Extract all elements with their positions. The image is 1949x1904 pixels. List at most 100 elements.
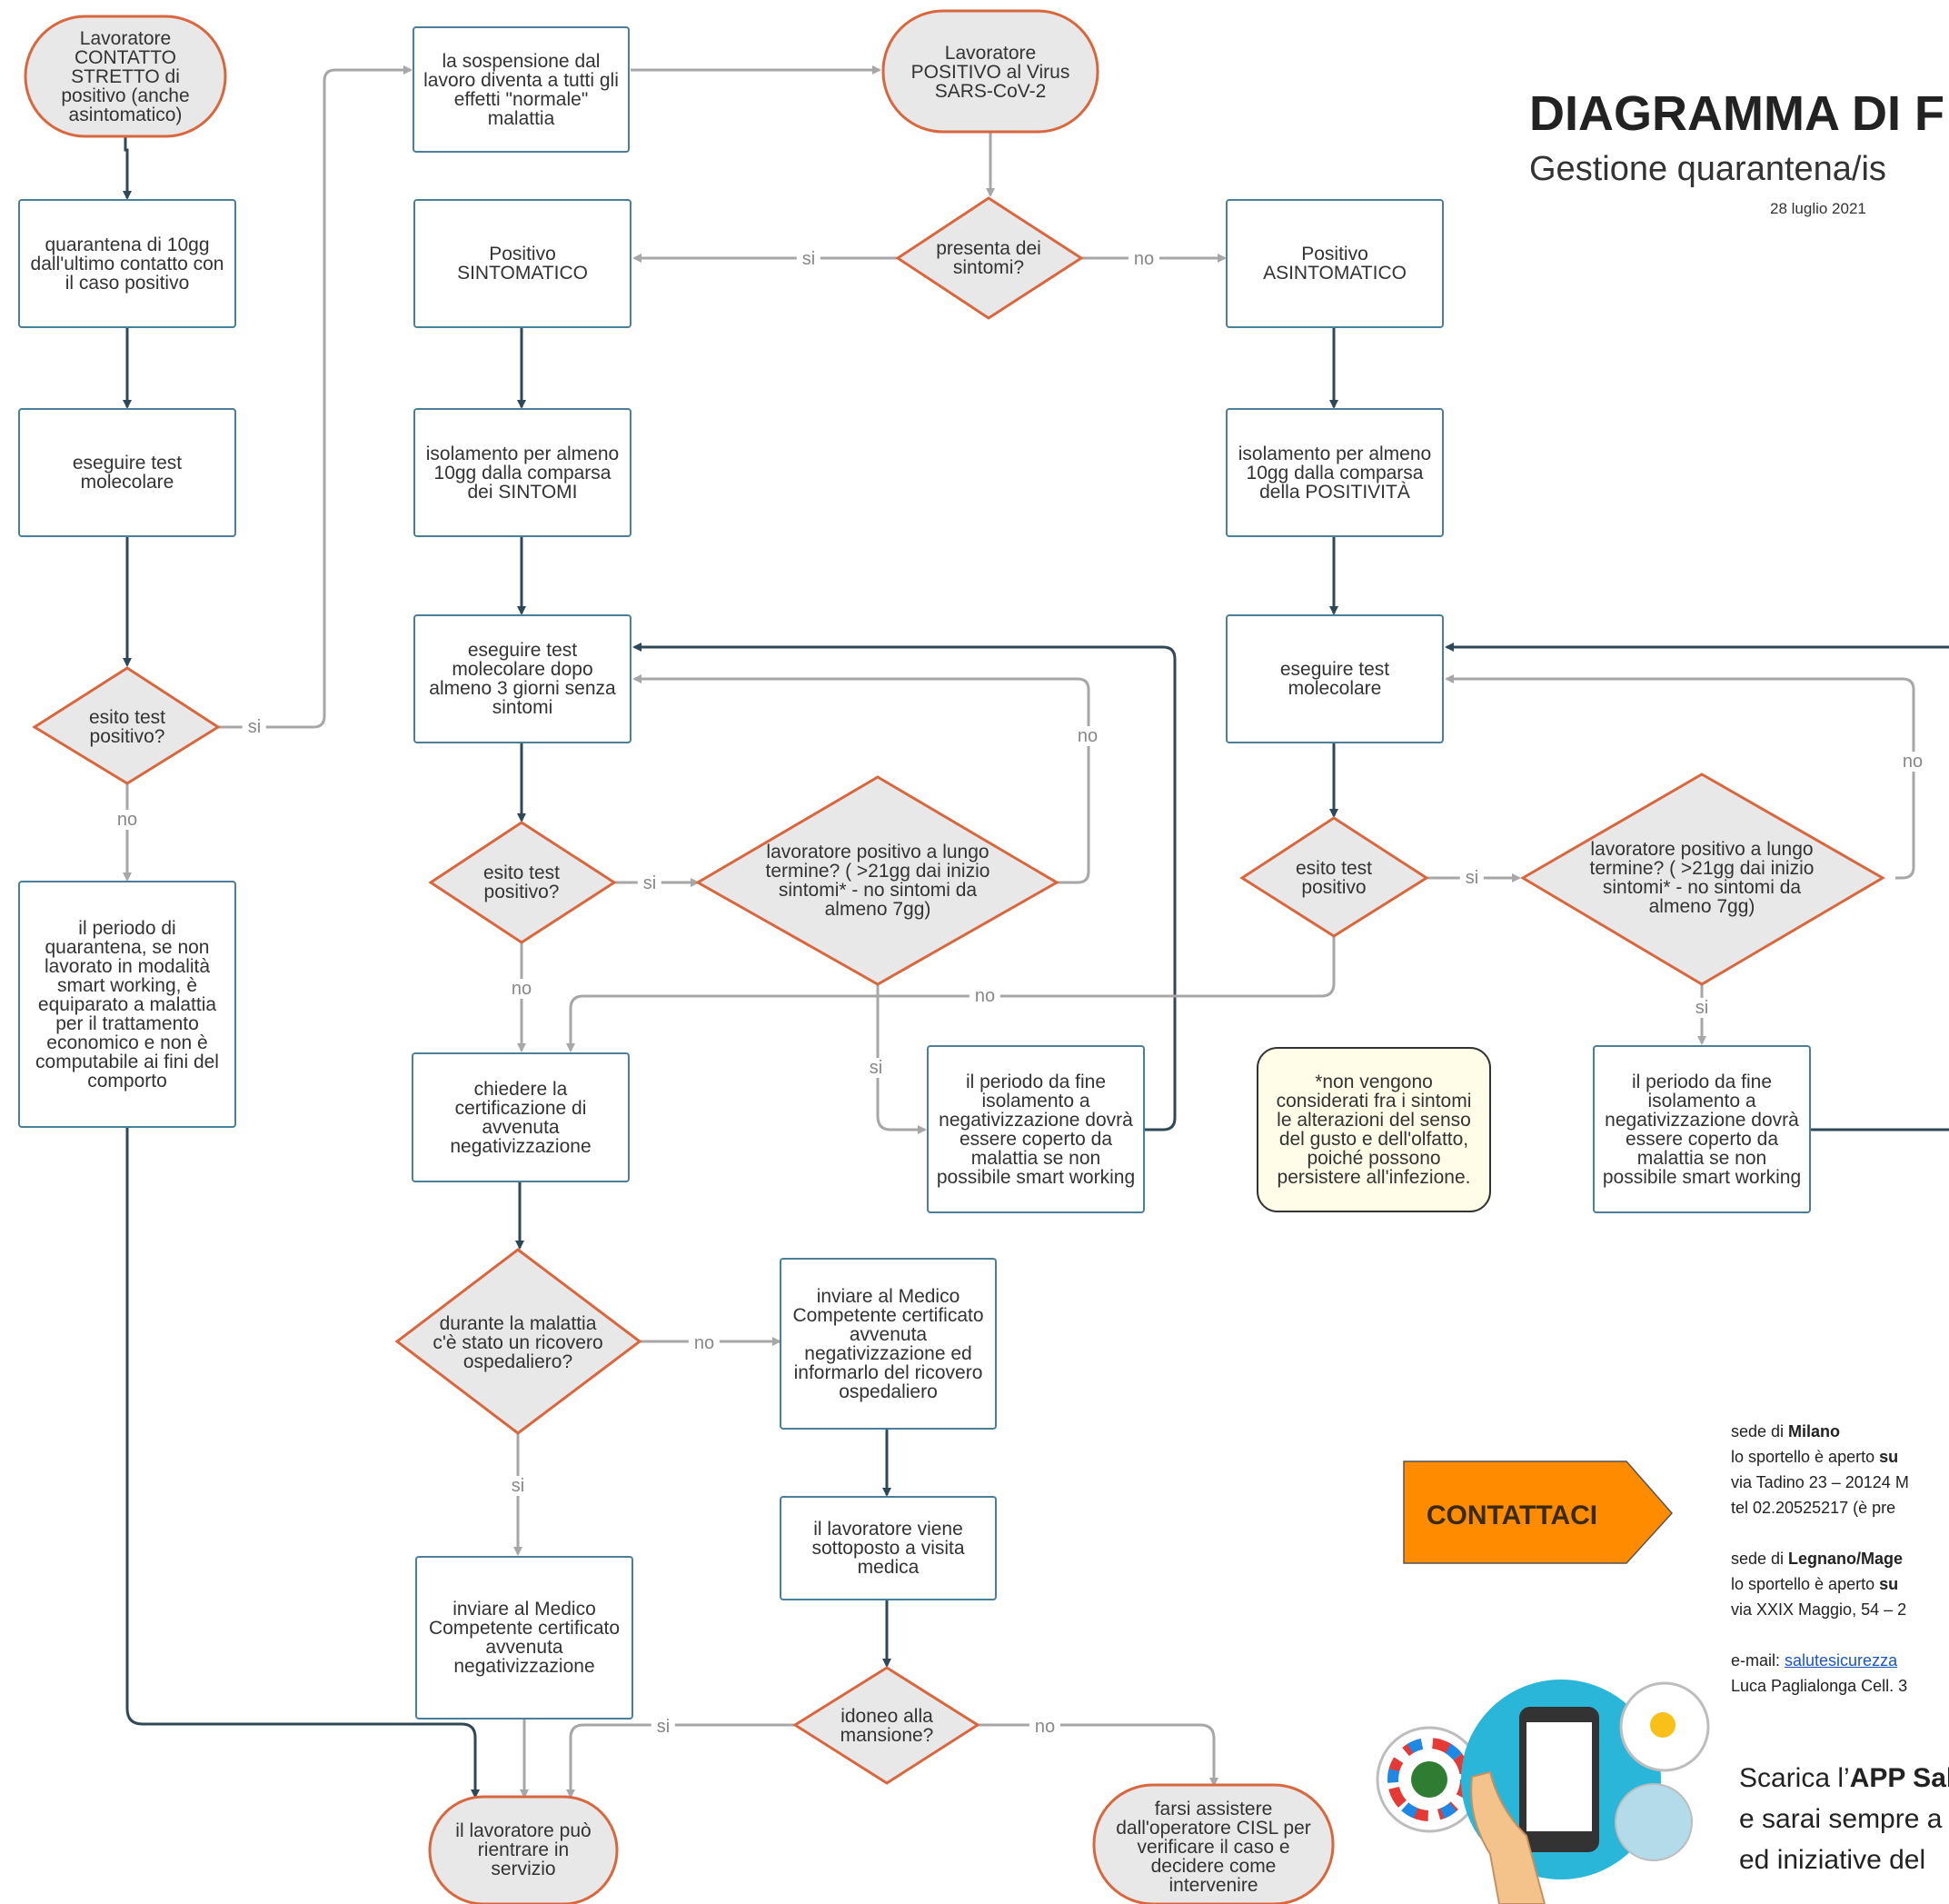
node-inviare-ricovero: inviare al Medico Competente certificato… — [792, 1285, 984, 1402]
edge-periodo1-test3 — [632, 643, 1177, 1131]
diamond-ricovero — [394, 1248, 642, 1435]
node-lungo-termine-1: lavoratore positivo a lungo termine? ( >… — [765, 842, 990, 920]
node-periodo-fine-2: il periodo da fine isolamento a negativi… — [1602, 1071, 1802, 1188]
box-quarantena — [18, 199, 236, 328]
node-rientrare: il lavoratore può rientrare in servizio — [455, 1819, 592, 1879]
diamond-esito-3 — [1239, 816, 1429, 938]
edge-idoneo-rientro — [566, 1723, 795, 1799]
node-test3: eseguire test molecolare dopo almeno 3 g… — [429, 640, 616, 718]
node-visita: il lavoratore viene sottoposto a visita … — [811, 1519, 965, 1578]
diamond-esito-2 — [428, 821, 617, 944]
contattaci-button[interactable]: CONTATTACI — [1426, 1500, 1598, 1530]
label-no-esito2: no — [505, 979, 538, 999]
note-text: *non vengono considerati fra i sintomi l… — [1276, 1072, 1472, 1188]
label-si-esito1: si — [242, 717, 267, 737]
label-no-esito3: no — [969, 986, 1001, 1006]
box-periodo-fine-2 — [1593, 1045, 1811, 1213]
edge-lungo1-periodo1 — [876, 984, 927, 1134]
node-esito-1: esito test positivo? — [88, 707, 166, 747]
edge-idoneo-assistere — [978, 1723, 1218, 1787]
label-no-idoneo: no — [1029, 1717, 1061, 1737]
note-box — [1257, 1047, 1491, 1212]
milano-phone[interactable]: tel 02.20525217 (è pre — [1731, 1499, 1896, 1517]
node-assistere: farsi assistere dall'operatore CISL per … — [1116, 1799, 1311, 1896]
legnano-hours: lo sportello è aperto su — [1731, 1575, 1899, 1593]
legnano-address: via XXIX Maggio, 54 – 2 — [1731, 1600, 1907, 1619]
label-no-lungo1: no — [1071, 726, 1104, 746]
label-si-esito3: si — [1459, 868, 1485, 888]
node-periodo-quarantena: il periodo di quarantena, se non lavorat… — [35, 917, 219, 1092]
label-no-sintomi: no — [1128, 249, 1160, 269]
node-quarantena: quarantena di 10gg dall'ultimo contatto … — [30, 234, 224, 294]
node-inviare-medico: inviare al Medico Competente certificato… — [428, 1599, 621, 1677]
hand-icon — [1470, 1770, 1546, 1904]
edge-lungo1-test3 — [632, 674, 1090, 884]
label-si-sintomi: si — [796, 249, 821, 269]
box-isolamento-sint — [413, 408, 631, 537]
box-test1 — [18, 408, 236, 537]
edge-contatto-quarantena — [123, 136, 132, 200]
box-test3 — [413, 614, 631, 743]
node-lungo-termine-2: lavoratore positivo a lungo termine? ( >… — [1589, 839, 1815, 917]
box-sospensione — [413, 26, 630, 153]
app-promo-line-3: ed iniziative del — [1739, 1845, 1926, 1875]
node-asintomatico: Positivo ASINTOMATICO — [1263, 244, 1407, 284]
app-illustration — [1376, 1680, 1710, 1904]
box-sintomatico — [413, 199, 631, 328]
terminator-rientrare — [428, 1795, 619, 1904]
node-periodo-fine-1: il periodo da fine isolamento a negativi… — [936, 1071, 1136, 1188]
diamond-sintomi — [895, 196, 1084, 320]
label-si-esito2: si — [637, 873, 662, 893]
edge-lungo2-test2 — [1445, 674, 1915, 880]
label-no-lungo2: no — [1896, 752, 1929, 772]
node-isolamento-sint: isolamento per almeno 10gg dalla compars… — [425, 443, 620, 503]
box-periodo-fine-1 — [927, 1045, 1145, 1213]
terminator-assistere — [1092, 1783, 1335, 1904]
page-subtitle: Gestione quarantena/is — [1529, 150, 1886, 188]
node-test1: eseguire test molecolare — [72, 453, 183, 493]
edge-periodo-rientro — [125, 1127, 480, 1799]
node-isolamento-asint: isolamento per almeno 10gg dalla compars… — [1238, 443, 1432, 503]
milano-hours: lo sportello è aperto su — [1731, 1448, 1899, 1466]
box-inviare-medico — [415, 1556, 633, 1720]
box-isolamento-asint — [1226, 408, 1444, 537]
node-ricovero: durante la malattia c'è stato un ricover… — [433, 1312, 603, 1372]
app-promo-line-2: e sarai sempre a — [1739, 1804, 1943, 1834]
node-test2: eseguire test molecolare — [1279, 659, 1390, 699]
person-phone: Luca Paglialonga Cell. 3 — [1731, 1677, 1908, 1695]
node-contatto: Lavoratore CONTATTO STRETTO di positivo … — [61, 27, 190, 125]
checklist-icon — [1615, 1783, 1693, 1861]
legnano-heading: sede di Legnano/Mage — [1731, 1550, 1904, 1568]
box-periodo-quarantena — [18, 881, 236, 1128]
node-idoneo: idoneo alla mansione? — [840, 1706, 934, 1746]
node-esito-3: esito test positivo — [1295, 858, 1373, 898]
node-esito-2: esito test positivo? — [482, 862, 561, 902]
label-no-esito1: no — [111, 810, 144, 830]
box-test2 — [1226, 614, 1444, 743]
box-certificazione — [412, 1052, 630, 1182]
label-si-lungo1: si — [863, 1058, 889, 1078]
label-si-idoneo: si — [651, 1717, 676, 1737]
document-date: 28 luglio 2021 — [1770, 200, 1866, 217]
node-certificazione: chiedere la certificazione di avvenuta n… — [450, 1078, 592, 1157]
diamond-idoneo — [792, 1666, 980, 1785]
milano-heading: sede di Milano — [1731, 1422, 1841, 1440]
contattaci-shape — [1403, 1460, 1674, 1564]
diamond-lungo-1 — [694, 775, 1059, 986]
email-line: e-mail: salutesicurezza — [1731, 1651, 1898, 1670]
node-sospensione: la sospensione dal lavoro diventa a tutt… — [423, 50, 619, 129]
label-si-lungo2: si — [1689, 998, 1715, 1018]
page-title: DIAGRAMMA DI F — [1529, 86, 1944, 141]
box-asintomatico — [1226, 199, 1444, 328]
node-sintomatico: Positivo SINTOMATICO — [457, 244, 588, 284]
node-positivo: Lavoratore POSITIVO al Virus SARS-CoV-2 — [910, 42, 1070, 102]
box-visita — [780, 1496, 997, 1600]
terminator-contatto — [24, 15, 227, 138]
edge-esito3-cert — [566, 936, 1336, 1052]
email-link[interactable]: salutesicurezza — [1785, 1651, 1898, 1670]
app-promo-line-1: Scarica l’APP Sal — [1739, 1763, 1949, 1793]
edge-esito1-sospensione — [218, 65, 413, 729]
node-presenta-sintomi: presenta dei sintomi? — [936, 238, 1041, 278]
milano-address: via Tadino 23 – 20124 M — [1731, 1473, 1909, 1491]
